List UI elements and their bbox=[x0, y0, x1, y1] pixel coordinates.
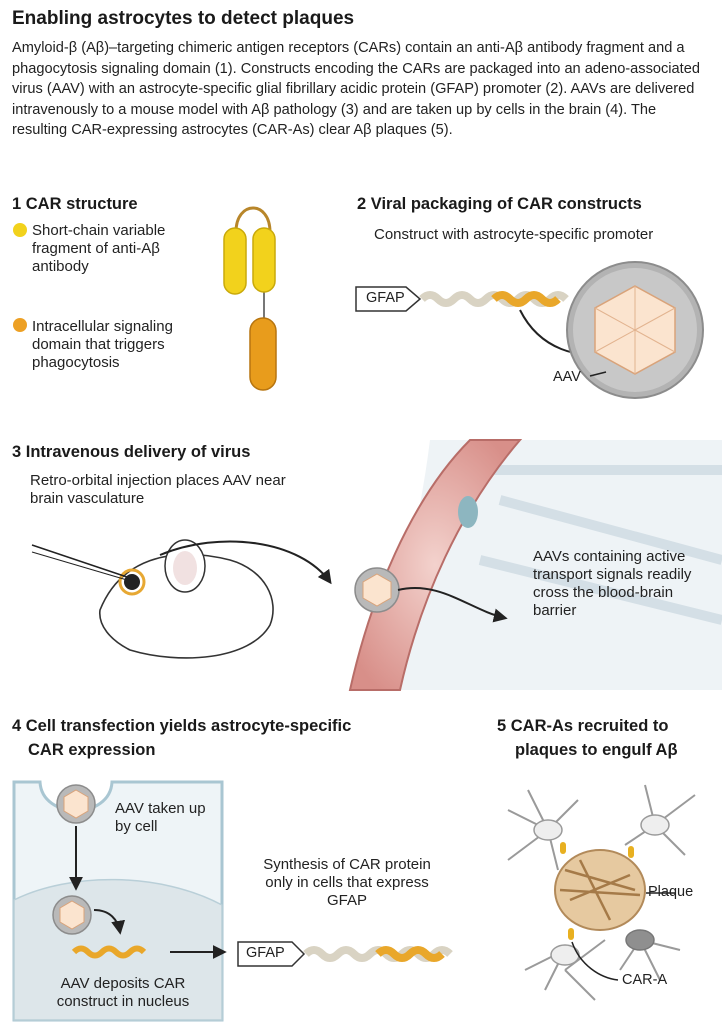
uptake-label: AAV taken up by cell bbox=[115, 800, 206, 835]
synthesis-label: Synthesis of CAR protein only in cells t… bbox=[263, 856, 431, 909]
plaque-label: Plaque bbox=[648, 884, 694, 900]
section-5-heading-line1: 5 CAR-As recruited to bbox=[497, 717, 669, 735]
cell-transfection-diagram bbox=[12, 780, 453, 1022]
car-astrocyte-plaque-diagram bbox=[507, 784, 696, 1001]
section-5-heading-line2: plaques to engulf Aβ bbox=[515, 741, 678, 759]
astrocyte-body-1 bbox=[533, 819, 563, 841]
scfv-domain-left bbox=[223, 227, 247, 295]
mouse-eye bbox=[124, 574, 140, 590]
viral-packaging-diagram bbox=[355, 261, 704, 399]
section-2-heading: 2 Viral packaging of CAR constructs bbox=[357, 195, 642, 213]
page-title: Enabling astrocytes to detect plaques bbox=[12, 8, 355, 29]
car-receptor-3 bbox=[568, 928, 574, 940]
deposited-construct bbox=[71, 945, 147, 959]
section-4-heading-line2: CAR expression bbox=[28, 741, 156, 759]
astrocyte-body-4 bbox=[625, 929, 655, 951]
construct-label: Construct with astrocyte-specific promot… bbox=[374, 226, 654, 243]
intro-paragraph: Amyloid-β (Aβ)–targeting chimeric antige… bbox=[12, 40, 700, 138]
car-structure-diagram bbox=[13, 206, 277, 391]
injection-needle bbox=[31, 544, 128, 578]
gfap-promoter-arrow bbox=[355, 286, 422, 312]
amyloid-plaque bbox=[554, 849, 646, 931]
gfap-label-2: GFAP bbox=[246, 945, 285, 961]
deposit-label: AAV deposits CAR construct in nucleus bbox=[56, 975, 190, 1010]
section-3-heading: 3 Intravenous delivery of virus bbox=[12, 443, 251, 461]
signaling-legend-dot bbox=[13, 318, 27, 332]
car-receptor-2 bbox=[628, 846, 634, 858]
gfap-label: GFAP bbox=[366, 290, 405, 306]
bbb-callout: AAVs containing active transport signals… bbox=[533, 548, 692, 619]
injection-label: Retro-orbital injection places AAV near … bbox=[30, 472, 286, 507]
section-1-heading: 1 CAR structure bbox=[12, 195, 138, 213]
astrocyte-nucleus bbox=[458, 496, 478, 528]
intravenous-delivery-diagram bbox=[31, 439, 722, 691]
scfv-legend-dot bbox=[13, 223, 27, 237]
signaling-domain bbox=[249, 317, 277, 391]
section-4-heading-line1: 4 Cell transfection yields astrocyte-spe… bbox=[12, 717, 352, 735]
gfap-promoter-arrow-2 bbox=[237, 941, 306, 967]
aav-label: AAV bbox=[553, 369, 581, 385]
scfv-label: Short-chain variable fragment of anti-Aβ… bbox=[32, 222, 166, 275]
signaling-domain-label: Intracellular signaling domain that trig… bbox=[32, 318, 173, 371]
astrocyte-body-2 bbox=[640, 814, 670, 836]
scfv-domain-right bbox=[252, 227, 276, 293]
car-receptor-1 bbox=[560, 842, 566, 854]
car-a-label: CAR-A bbox=[622, 972, 668, 988]
